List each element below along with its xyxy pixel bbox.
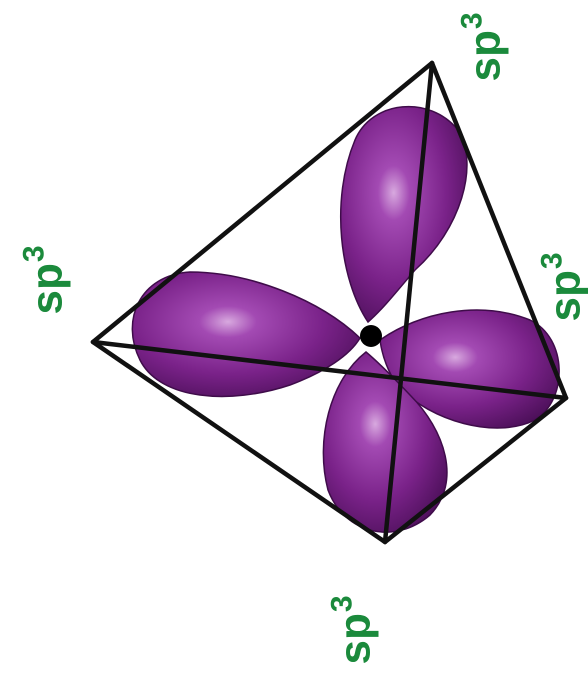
label-sp3-top-right: sp3 <box>458 12 508 81</box>
label-superscript: 3 <box>536 252 569 269</box>
orbital-lobe-top <box>341 107 467 322</box>
label-sp3-left: sp3 <box>20 245 70 314</box>
orbital-lobes <box>132 107 559 533</box>
label-text: sp <box>23 263 72 314</box>
central-nucleus <box>360 325 382 347</box>
label-sp3-bottom: sp3 <box>328 595 378 664</box>
label-text: sp <box>331 613 380 664</box>
label-text: sp <box>541 270 588 321</box>
label-superscript: 3 <box>456 12 489 29</box>
label-text: sp <box>461 30 510 81</box>
orbital-lobe-left <box>132 272 360 396</box>
label-sp3-right: sp3 <box>538 252 588 321</box>
label-superscript: 3 <box>18 245 51 262</box>
label-superscript: 3 <box>326 595 359 612</box>
